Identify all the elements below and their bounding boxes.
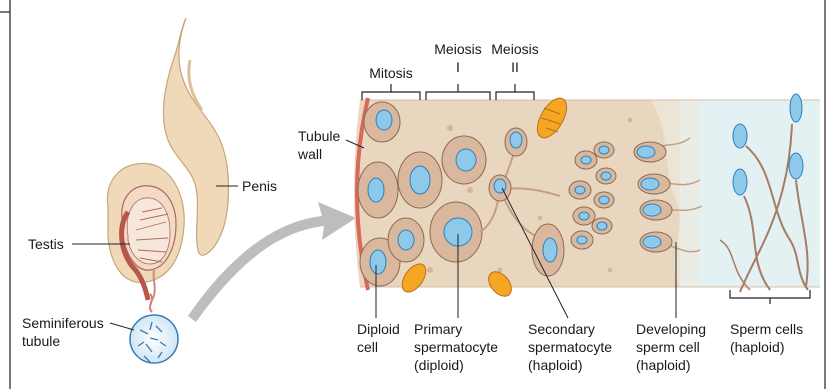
- label-seminiferous-line2: tubule: [22, 333, 60, 349]
- label-secondary-line2: spermatocyte: [528, 339, 612, 355]
- meiosis1-bracket: [426, 84, 490, 100]
- label-diploid-line1: Diploid: [357, 321, 400, 337]
- label-seminiferous-line1: Seminiferous: [22, 315, 104, 331]
- sperm-cells-bracket: [730, 290, 810, 304]
- primary-spermatocyte: [442, 136, 486, 184]
- spermatid: [596, 168, 616, 184]
- label-secondary-line1: Secondary: [528, 321, 595, 337]
- label-penis: Penis: [242, 178, 277, 194]
- label-sperm-line2: (haploid): [730, 339, 784, 355]
- spermatid: [575, 151, 597, 169]
- diploid-cell: [398, 152, 442, 208]
- mitosis-bracket: [362, 84, 420, 100]
- label-developing-line3: (haploid): [636, 357, 690, 373]
- spermatid: [594, 192, 614, 208]
- label-meiosis2-line1: Meiosis: [491, 41, 538, 57]
- spermatid: [592, 218, 612, 234]
- label-mitosis: Mitosis: [369, 65, 413, 81]
- testis-organ: [122, 186, 176, 300]
- diploid-cell: [388, 218, 424, 262]
- diploid-cell: [358, 162, 398, 218]
- label-testis: Testis: [28, 236, 64, 252]
- label-sperm-line1: Sperm cells: [730, 321, 803, 337]
- label-diploid-line2: cell: [357, 339, 378, 355]
- label-developing-line2: sperm cell: [636, 339, 700, 355]
- spermatid: [594, 142, 614, 158]
- spermatid: [571, 231, 593, 249]
- diploid-cell: [364, 102, 400, 142]
- primary-spermatocyte: [430, 202, 482, 262]
- label-primary-line3: (diploid): [414, 357, 464, 373]
- label-primary-line2: spermatocyte: [414, 339, 498, 355]
- spermatid: [569, 181, 591, 199]
- label-tubule-wall-line2: wall: [297, 146, 322, 162]
- seminiferous-leader: [110, 323, 134, 330]
- label-secondary-line3: (haploid): [528, 357, 582, 373]
- secondary-spermatocyte: [505, 128, 527, 156]
- label-tubule-wall-line1: Tubule: [298, 128, 341, 144]
- label-meiosis2-line2: II: [511, 59, 519, 75]
- spermatid: [573, 207, 595, 225]
- label-meiosis1-line1: Meiosis: [434, 41, 481, 57]
- secondary-spermatocyte: [489, 175, 511, 201]
- secondary-spermatocyte: [532, 224, 564, 276]
- label-developing-line1: Developing: [636, 321, 706, 337]
- seminiferous-tubule-crosssection: [130, 294, 178, 363]
- label-primary-line1: Primary: [414, 321, 462, 337]
- label-meiosis1-line2: I: [456, 59, 460, 75]
- meiosis2-bracket: [496, 84, 534, 100]
